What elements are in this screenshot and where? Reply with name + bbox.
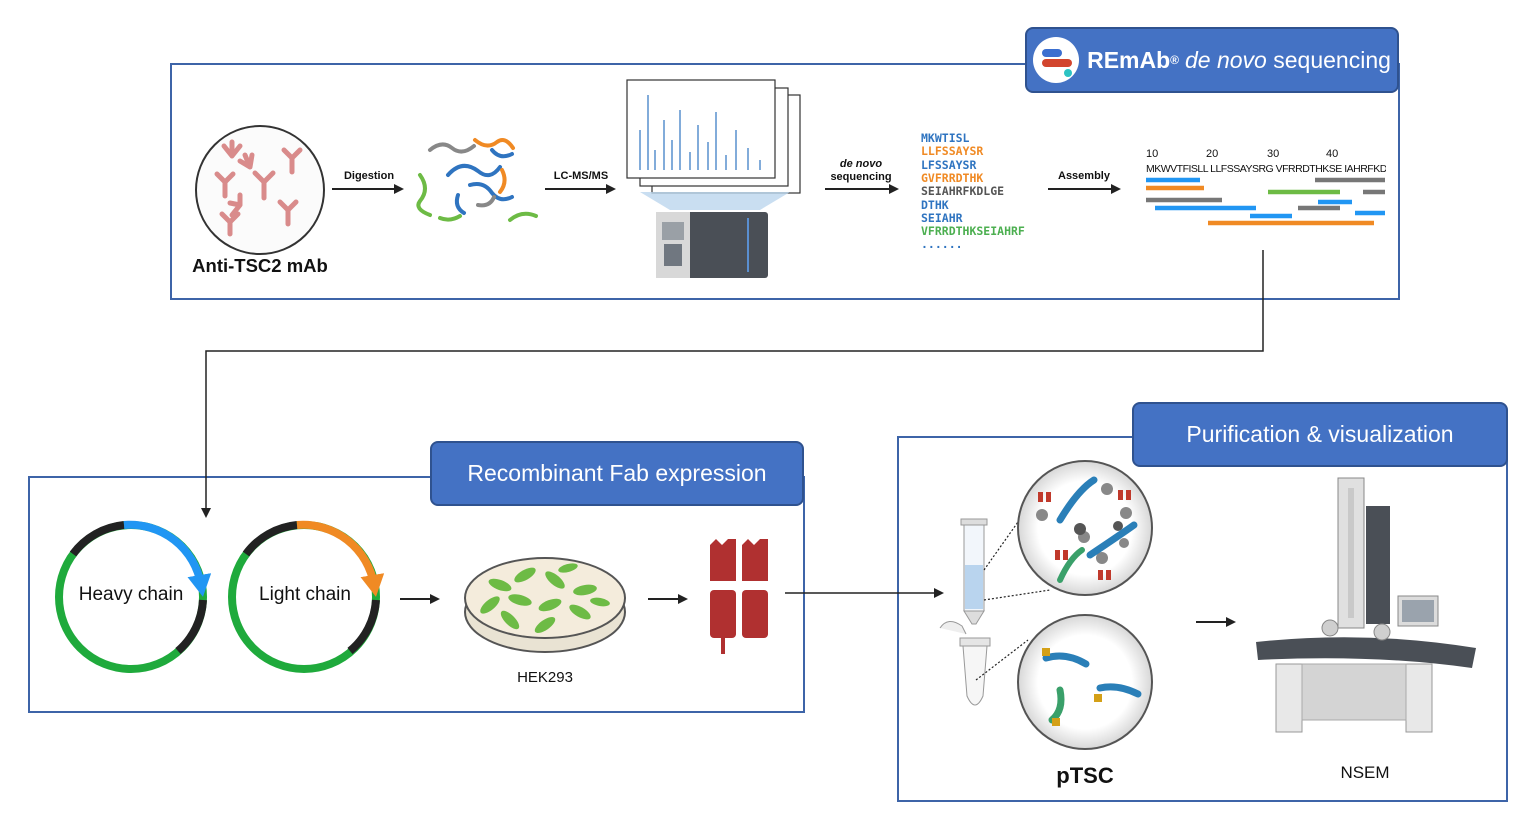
denovo-label: de novo sequencing bbox=[822, 158, 900, 184]
peptide-6: SEIAHR bbox=[921, 210, 963, 225]
peptide-4: SEIAHRFKDLGE bbox=[921, 184, 1005, 199]
peptide-1: LLFSSAYSR bbox=[921, 144, 984, 159]
tick-10: 10 bbox=[1146, 148, 1159, 160]
tick-30: 30 bbox=[1267, 148, 1280, 160]
peptide-8: ...... bbox=[921, 237, 963, 252]
tick-20: 20 bbox=[1206, 148, 1219, 160]
assembly-ticks: 10 20 30 40 bbox=[1146, 148, 1386, 162]
remab-sequencing: sequencing bbox=[1266, 46, 1391, 73]
fab-fragment-icon bbox=[710, 539, 768, 654]
mixture-zoom-icon bbox=[1017, 460, 1153, 596]
assembly-sequence: MKWVTFISLL LLFSSAYSRG VFRRDTHKSE IAHRFKD… bbox=[1146, 163, 1386, 175]
denovo-sequencing: sequencing bbox=[830, 171, 892, 183]
registered-mark: ® bbox=[1170, 53, 1179, 67]
lc-ms-instrument-icon bbox=[656, 212, 768, 278]
assembly-alignment-icon bbox=[1146, 177, 1385, 226]
light-chain-label: Light chain bbox=[259, 584, 351, 605]
hek293-dish-icon bbox=[464, 557, 626, 653]
light-chain-plasmid-icon bbox=[228, 520, 385, 673]
zoom-lines bbox=[975, 504, 1051, 681]
peptide-2: LFSSAYSR bbox=[921, 157, 977, 172]
peptide-0: MKWTISL bbox=[921, 131, 970, 145]
collection-tube-icon bbox=[939, 621, 991, 706]
nsem-label: NSEM bbox=[1340, 763, 1390, 782]
remab-brand: REmAb bbox=[1087, 46, 1171, 73]
heavy-chain-plasmid-icon bbox=[55, 520, 212, 673]
peptide-5: DTHK bbox=[921, 197, 949, 212]
denovo-italic: de novo bbox=[839, 158, 883, 170]
fab-panel-title: Recombinant Fab expression bbox=[430, 441, 804, 506]
remab-logo-icon bbox=[1033, 37, 1080, 83]
electron-microscope-icon bbox=[1256, 477, 1476, 733]
hek293-label: HEK293 bbox=[517, 669, 573, 686]
peptide-3: GVFRRDTHK bbox=[921, 170, 984, 185]
remab-badge: REmAb® de novo sequencing bbox=[1025, 27, 1399, 93]
purification-column-icon bbox=[960, 518, 988, 625]
fab-panel bbox=[28, 476, 805, 713]
tick-40: 40 bbox=[1326, 148, 1339, 160]
assembly-label: Assembly bbox=[1058, 170, 1110, 182]
lcms-label: LC-MS/MS bbox=[553, 170, 609, 182]
remab-de-novo: de novo bbox=[1185, 46, 1267, 73]
antibody-label: Anti-TSC2 mAb bbox=[192, 255, 328, 276]
peptide-7: VFRRDTHKSEIAHRF bbox=[921, 224, 1025, 239]
ptsc-label: pTSC bbox=[1056, 763, 1114, 788]
connector-arrow bbox=[201, 250, 1264, 518]
purification-panel-title: Purification & visualization bbox=[1132, 402, 1508, 467]
mass-spectra-icon bbox=[626, 79, 801, 210]
antibody-dish-icon bbox=[195, 125, 325, 255]
digestion-label: Digestion bbox=[343, 170, 395, 182]
heavy-chain-label: Heavy chain bbox=[78, 584, 184, 605]
peptide-fragments-icon bbox=[416, 138, 538, 222]
purified-tsc-zoom-icon bbox=[1017, 614, 1153, 750]
